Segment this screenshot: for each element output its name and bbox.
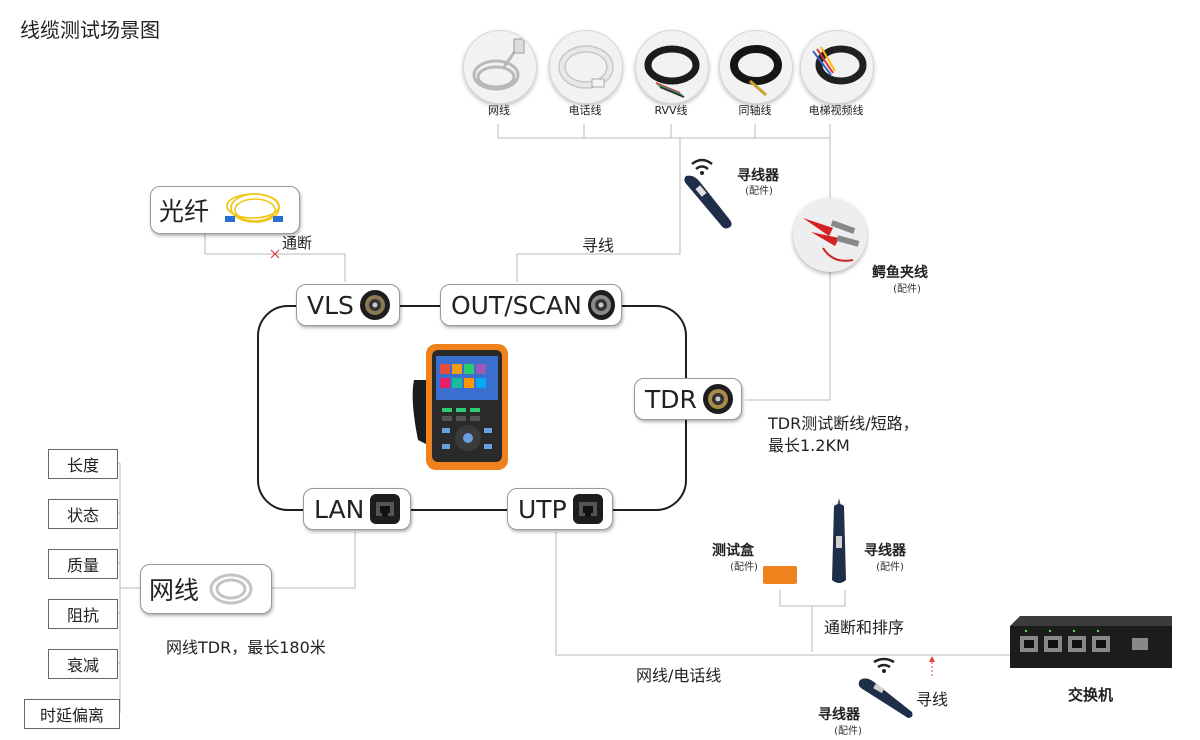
ethernet-cable-icon: [463, 30, 537, 104]
clip-note: (配件): [893, 284, 921, 295]
tracer-mid-note: (配件): [876, 562, 904, 573]
port-vls: VLS: [296, 284, 400, 326]
network-switch-icon: [1010, 616, 1172, 668]
phone-cable-icon: [549, 30, 623, 104]
metric-item: 长度: [48, 449, 118, 479]
bnc-connector-icon: [702, 384, 733, 414]
network-cable-label: 网线: [149, 576, 200, 605]
switch-label: 交换机: [1068, 686, 1114, 704]
tdr-desc-line2: 最长1.2KM: [768, 436, 850, 455]
metric-item: 阻抗: [48, 599, 118, 629]
fiber-box: 光纤: [150, 186, 300, 234]
tracer-bottom-link-label: 寻线: [916, 690, 949, 709]
bnc-connector-icon: [587, 290, 615, 320]
tracer-top-label: 寻线器: [737, 168, 779, 184]
cable-label: 电话线: [568, 104, 602, 117]
bnc-connector-icon: [359, 290, 390, 320]
tracer-top-note: (配件): [745, 186, 773, 197]
port-lan-label: LAN: [314, 494, 365, 524]
network-cable-desc: 网线TDR，最长180米: [166, 638, 326, 657]
network-cable-icon: [209, 573, 253, 605]
tracer-probe-icon: [858, 657, 913, 718]
tracer-bottom-note: (配件): [834, 726, 862, 737]
page-title: 线缆测试场景图: [20, 18, 160, 42]
utp-link-label: 网线/电话线: [636, 666, 722, 685]
cable-label: 同轴线: [738, 104, 772, 117]
port-out-scan: OUT/SCAN: [440, 284, 622, 326]
tracer-probe-icon: [684, 158, 732, 229]
metric-item: 衰减: [48, 649, 118, 679]
metric-item: 状态: [48, 499, 118, 529]
cable-tester-device: [412, 344, 508, 470]
test-box-icon: [763, 566, 797, 584]
metric-item: 质量: [48, 549, 118, 579]
port-vls-label: VLS: [307, 290, 354, 320]
port-utp-label: UTP: [518, 494, 567, 524]
elevator-video-cable-icon: [800, 30, 874, 104]
port-out-scan-label: OUT/SCAN: [451, 290, 582, 320]
tracer-bottom-label: 寻线器: [818, 707, 860, 723]
clip-label: 鳄鱼夹线: [872, 265, 928, 281]
tdr-desc-line1: TDR测试断线/短路，: [768, 414, 919, 433]
alligator-clip-icon: [793, 198, 867, 272]
fiber-link-label: 通断: [282, 234, 313, 252]
port-lan: LAN: [303, 488, 411, 530]
rj45-port-icon: [572, 494, 603, 524]
rvv-cable-icon: [635, 30, 709, 104]
scan-link-label: 寻线: [582, 236, 615, 255]
tracer-probe-icon: [832, 498, 846, 583]
port-tdr-label: TDR: [645, 384, 697, 414]
tracer-mid-label: 寻线器: [864, 543, 906, 559]
fiber-label: 光纤: [159, 197, 210, 226]
fiber-cable-icon: [225, 193, 284, 223]
network-cable-box: 网线: [140, 564, 272, 614]
port-utp: UTP: [507, 488, 613, 530]
cable-label: 电梯视频线: [808, 104, 864, 117]
cable-label: RVV线: [654, 104, 688, 117]
port-tdr: TDR: [634, 378, 742, 420]
pairing-label: 通断和排序: [824, 618, 905, 637]
test-box-note: (配件): [730, 562, 758, 573]
test-box-label: 测试盒: [712, 543, 754, 559]
coax-cable-icon: [719, 30, 793, 104]
metric-item: 时延偏离: [24, 699, 120, 729]
rj45-port-icon: [370, 494, 401, 524]
cable-label: 网线: [488, 104, 510, 117]
